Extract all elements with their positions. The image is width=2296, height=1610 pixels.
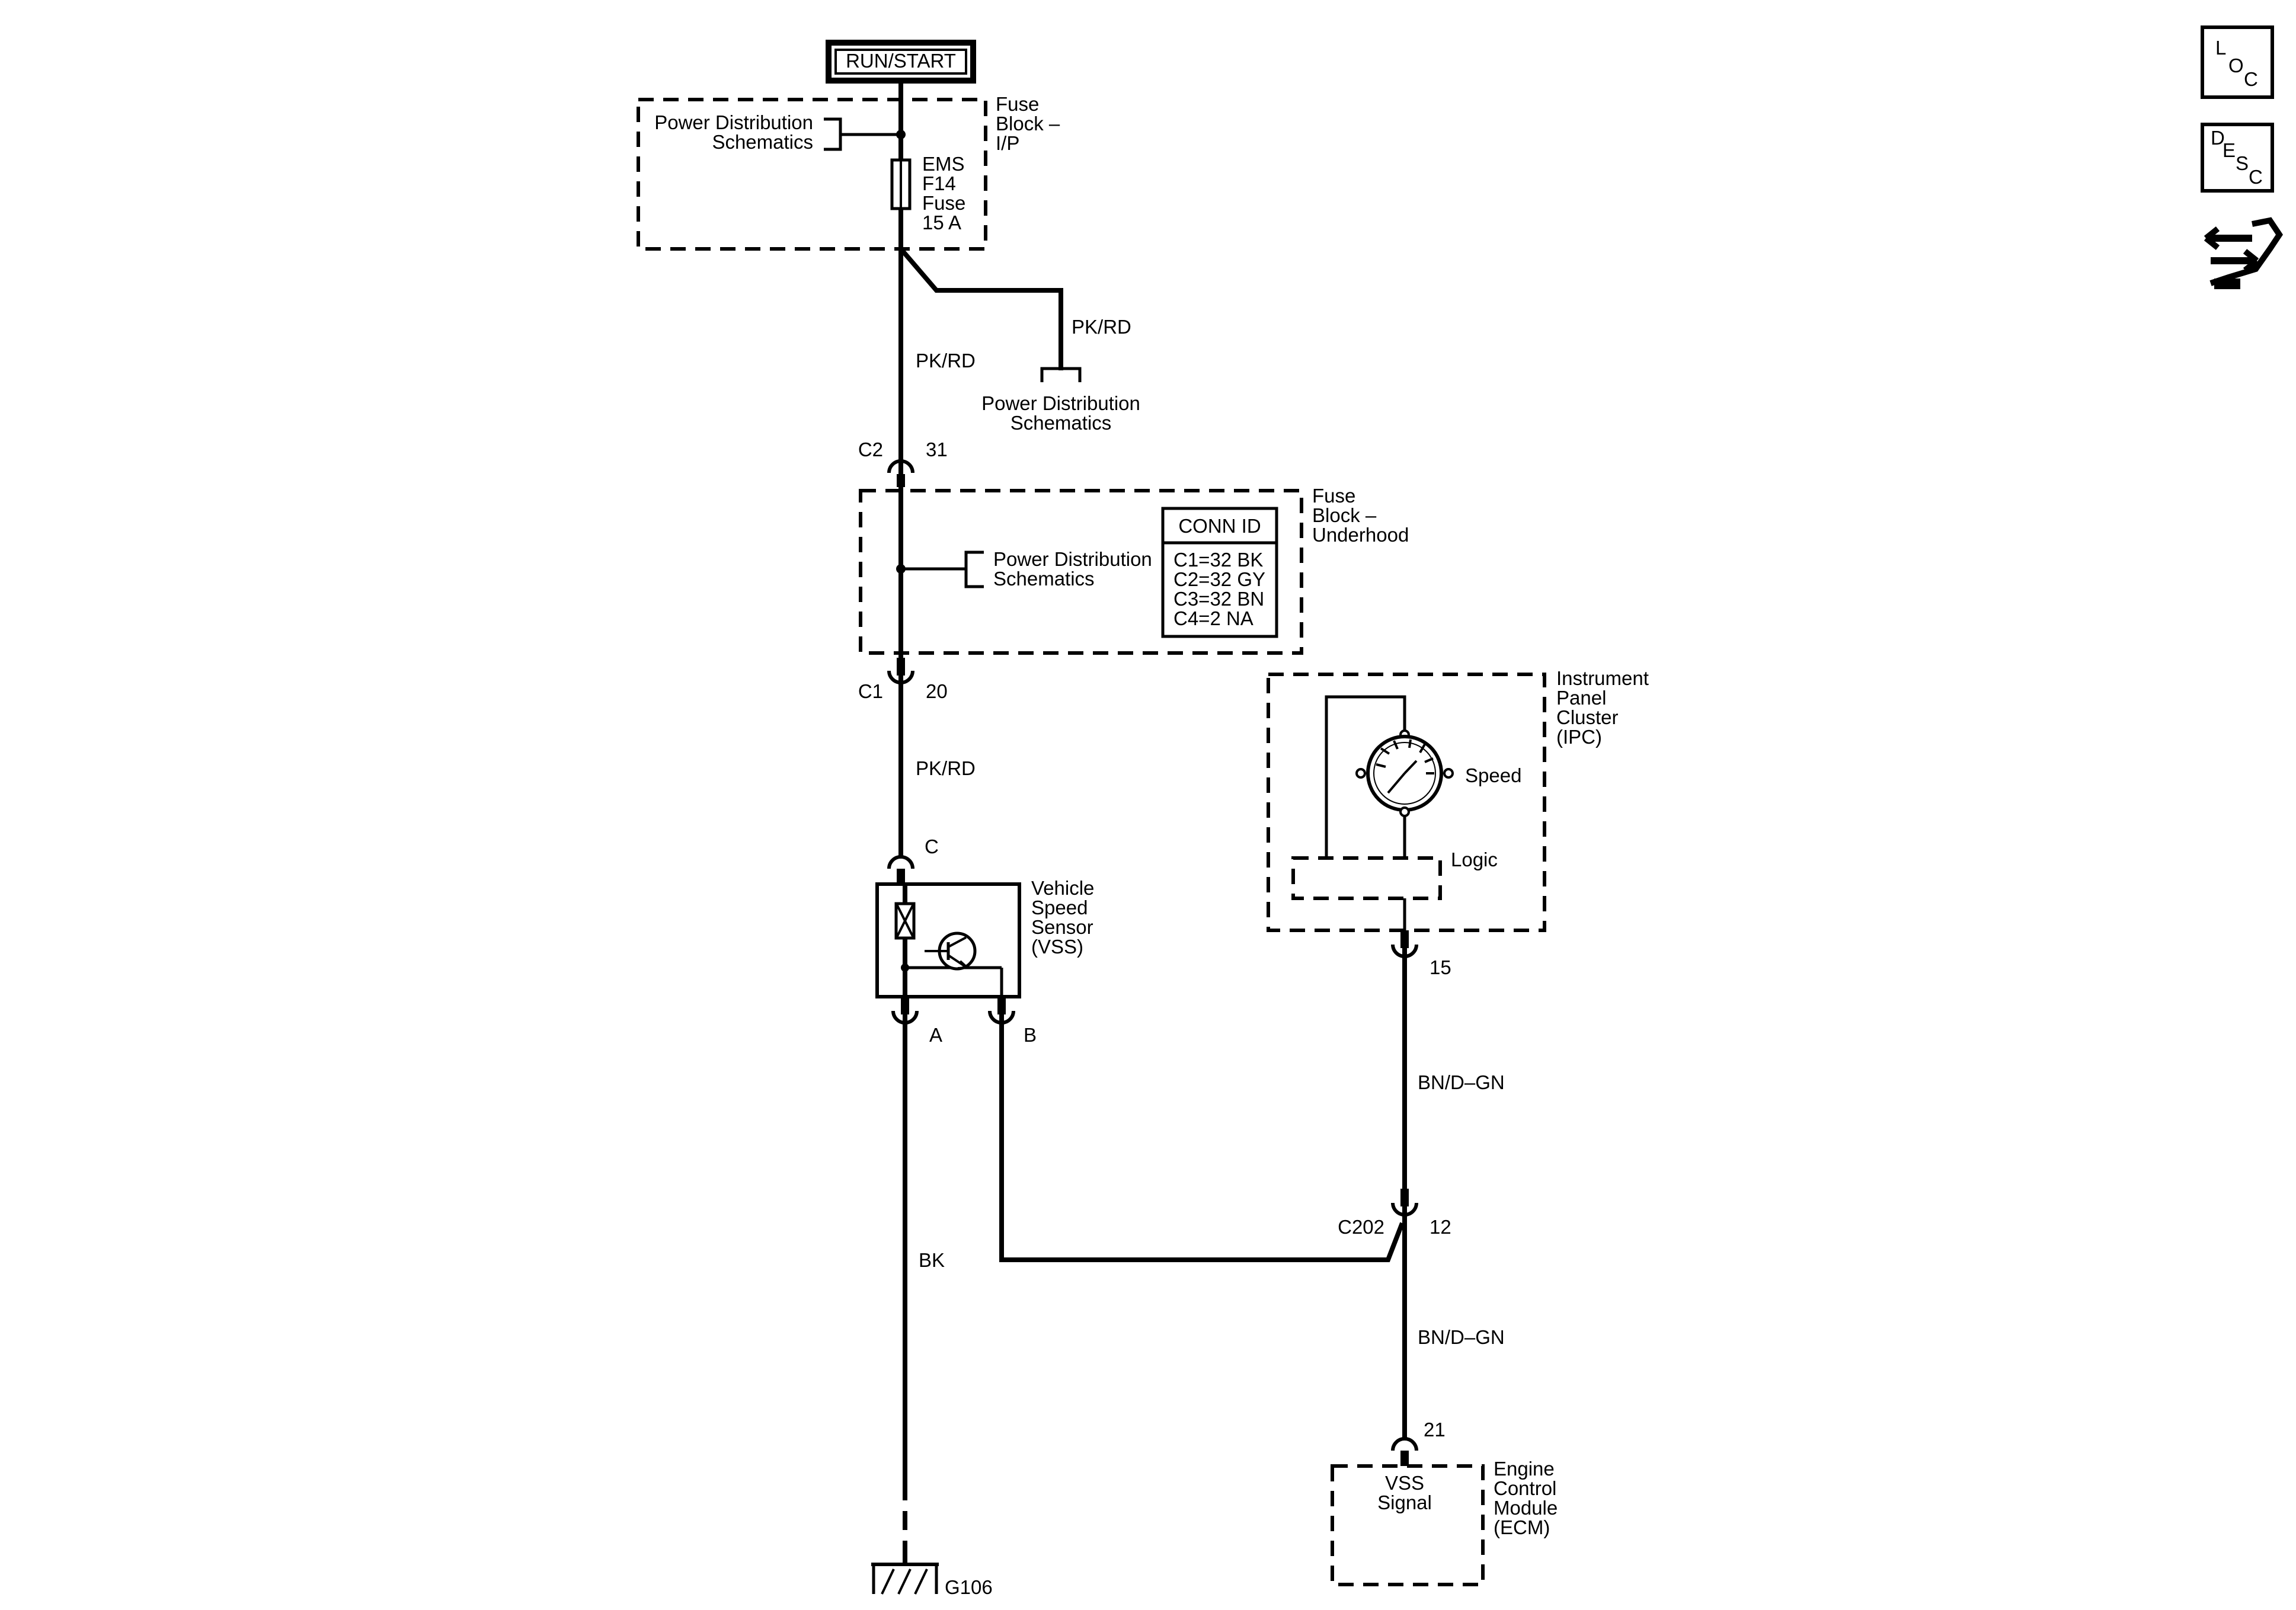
- connector-ecm-21: 21: [1391, 1419, 1446, 1466]
- connector-vss-c: C: [887, 836, 939, 884]
- loc-button[interactable]: L O C: [2201, 25, 2274, 99]
- wire-ipc-to-c202-color: BN/D–GN: [1418, 1071, 1505, 1093]
- connector-vss-a: A: [891, 997, 942, 1046]
- desc-button[interactable]: D E S C: [2201, 123, 2274, 193]
- conn-id-header: CONN ID: [1178, 515, 1261, 537]
- ecm-title-1: Engine: [1494, 1458, 1555, 1480]
- ecm-outline: [1331, 1464, 1485, 1586]
- conn-id-row: C1=32 BK: [1173, 549, 1263, 571]
- fuse-label-3: Fuse: [922, 192, 965, 214]
- connector-end-view-icon[interactable]: [2204, 217, 2284, 289]
- connector-vss-b: B: [988, 997, 1037, 1046]
- connector-c2-name: C2: [858, 438, 883, 460]
- ipc-logic-loop: [1325, 695, 1406, 858]
- svg-text:L: L: [2215, 37, 2226, 59]
- conn-id-row: C2=32 GY: [1173, 568, 1265, 590]
- ipc-title-4: (IPC): [1556, 726, 1602, 748]
- ipc-title-3: Cluster: [1556, 706, 1619, 728]
- ground-g106: G106: [871, 1541, 993, 1598]
- ecm-signal-1: VSS: [1385, 1472, 1424, 1494]
- wire-vss-ground-color: BK: [919, 1249, 945, 1271]
- svg-text:O: O: [2228, 55, 2244, 76]
- branch-wire: [898, 247, 1063, 370]
- ip-power-ref-1: Power Distribution: [654, 111, 813, 133]
- connector-c202-pin: 12: [1430, 1216, 1451, 1238]
- svg-text:E: E: [2223, 139, 2236, 161]
- ipc-speed-label: Speed: [1465, 764, 1521, 786]
- ipc-logic-label: Logic: [1451, 849, 1498, 870]
- ip-splice-dot: [896, 130, 906, 139]
- wire-c202-to-ecm-color: BN/D–GN: [1418, 1326, 1505, 1348]
- branch-ref-1: Power Distribution: [981, 392, 1140, 414]
- connector-c1: C1 20: [858, 658, 948, 702]
- vss-title-1: Vehicle: [1031, 877, 1094, 899]
- underhood-power-ref-2: Schematics: [993, 568, 1095, 590]
- svg-text:S: S: [2236, 152, 2249, 174]
- connector-vss-b-label: B: [1024, 1024, 1037, 1046]
- ecm-title-4: (ECM): [1494, 1516, 1550, 1538]
- connector-c202: C202 12: [1338, 1189, 1451, 1238]
- fuse-label-1: EMS: [922, 153, 965, 175]
- fuse-block-underhood: Fuse Block – Underhood Power Distributio…: [859, 485, 1409, 658]
- svg-text:D: D: [2211, 127, 2225, 149]
- connector-vss-a-label: A: [929, 1024, 942, 1046]
- fuse-block-underhood-title-3: Underhood: [1312, 524, 1409, 546]
- fuse-label-2: F14: [922, 172, 956, 194]
- ecm-title-2: Control: [1494, 1477, 1556, 1499]
- connector-c2-pin: 31: [926, 438, 948, 460]
- fuse-block-ip-title-2: Block –: [996, 113, 1060, 135]
- engine-control-module: VSS Signal Engine Control Module (ECM): [1331, 1458, 1558, 1586]
- connector-c1-name: C1: [858, 680, 883, 702]
- svg-text:C: C: [2249, 166, 2263, 188]
- power-distribution-branch: PK/RD Power Distribution Schematics: [898, 247, 1140, 434]
- connector-c1-pin: 20: [926, 680, 948, 702]
- branch-ref-2: Schematics: [1011, 412, 1112, 434]
- run-start-label: RUN/START: [846, 50, 956, 72]
- underhood-power-ref-bracket: [964, 550, 984, 588]
- connector-ipc-15: 15: [1391, 930, 1451, 978]
- vehicle-speed-sensor: Vehicle Speed Sensor (VSS): [875, 877, 1094, 1019]
- connector-ecm-pin: 21: [1424, 1419, 1446, 1441]
- fuse-block-underhood-title-1: Fuse: [1312, 485, 1355, 507]
- ipc-title-2: Panel: [1556, 687, 1606, 709]
- fuse-block-ip: Fuse Block – I/P Power Distribution Sche…: [637, 93, 1060, 251]
- connector-c202-name: C202: [1338, 1216, 1384, 1238]
- ip-power-ref-2: Schematics: [712, 131, 813, 153]
- wire-fuse-to-c2-color: PK/RD: [916, 350, 976, 372]
- branch-terminal-bracket: [1040, 367, 1082, 382]
- instrument-panel-cluster: Instrument Panel Cluster (IPC) Speed Log…: [1267, 667, 1649, 932]
- conn-id-table: CONN ID C1=32 BK C2=32 GY C3=32 BN C4=2 …: [1161, 507, 1278, 638]
- ecm-signal-2: Signal: [1377, 1491, 1432, 1513]
- connector-ipc-pin: 15: [1430, 956, 1451, 978]
- ipc-outline: [1267, 673, 1546, 932]
- ipc-logic-block: [1291, 856, 1442, 900]
- ecm-title-3: Module: [1494, 1497, 1558, 1519]
- branch-wire-color: PK/RD: [1072, 316, 1131, 338]
- connector-c2: C2 31: [858, 438, 948, 487]
- ground-g106-label: G106: [945, 1576, 993, 1598]
- wire-c1-to-vss-color: PK/RD: [916, 757, 976, 779]
- conn-id-row: C4=2 NA: [1173, 607, 1253, 629]
- vss-title-2: Speed: [1031, 897, 1088, 918]
- vss-title-3: Sensor: [1031, 916, 1093, 938]
- wire-vss-b-to-c202: [999, 1014, 1405, 1262]
- ipc-title-1: Instrument: [1556, 667, 1649, 689]
- underhood-power-ref-1: Power Distribution: [993, 548, 1152, 570]
- run-start-source: RUN/START: [826, 40, 976, 84]
- vss-title-4: (VSS): [1031, 936, 1083, 958]
- connector-vss-c-label: C: [925, 836, 939, 857]
- fuse-label-4: 15 A: [922, 212, 961, 233]
- ip-power-ref-bracket: [824, 117, 842, 151]
- fuse-block-ip-title-3: I/P: [996, 132, 1019, 154]
- fuse-block-ip-title-1: Fuse: [996, 93, 1039, 115]
- fuse-block-underhood-title-2: Block –: [1312, 504, 1377, 526]
- speedometer-gauge-icon: [1366, 735, 1443, 812]
- svg-text:C: C: [2244, 68, 2258, 90]
- conn-id-row: C3=32 BN: [1173, 588, 1264, 610]
- fuse-block-underhood-outline: [859, 489, 1303, 655]
